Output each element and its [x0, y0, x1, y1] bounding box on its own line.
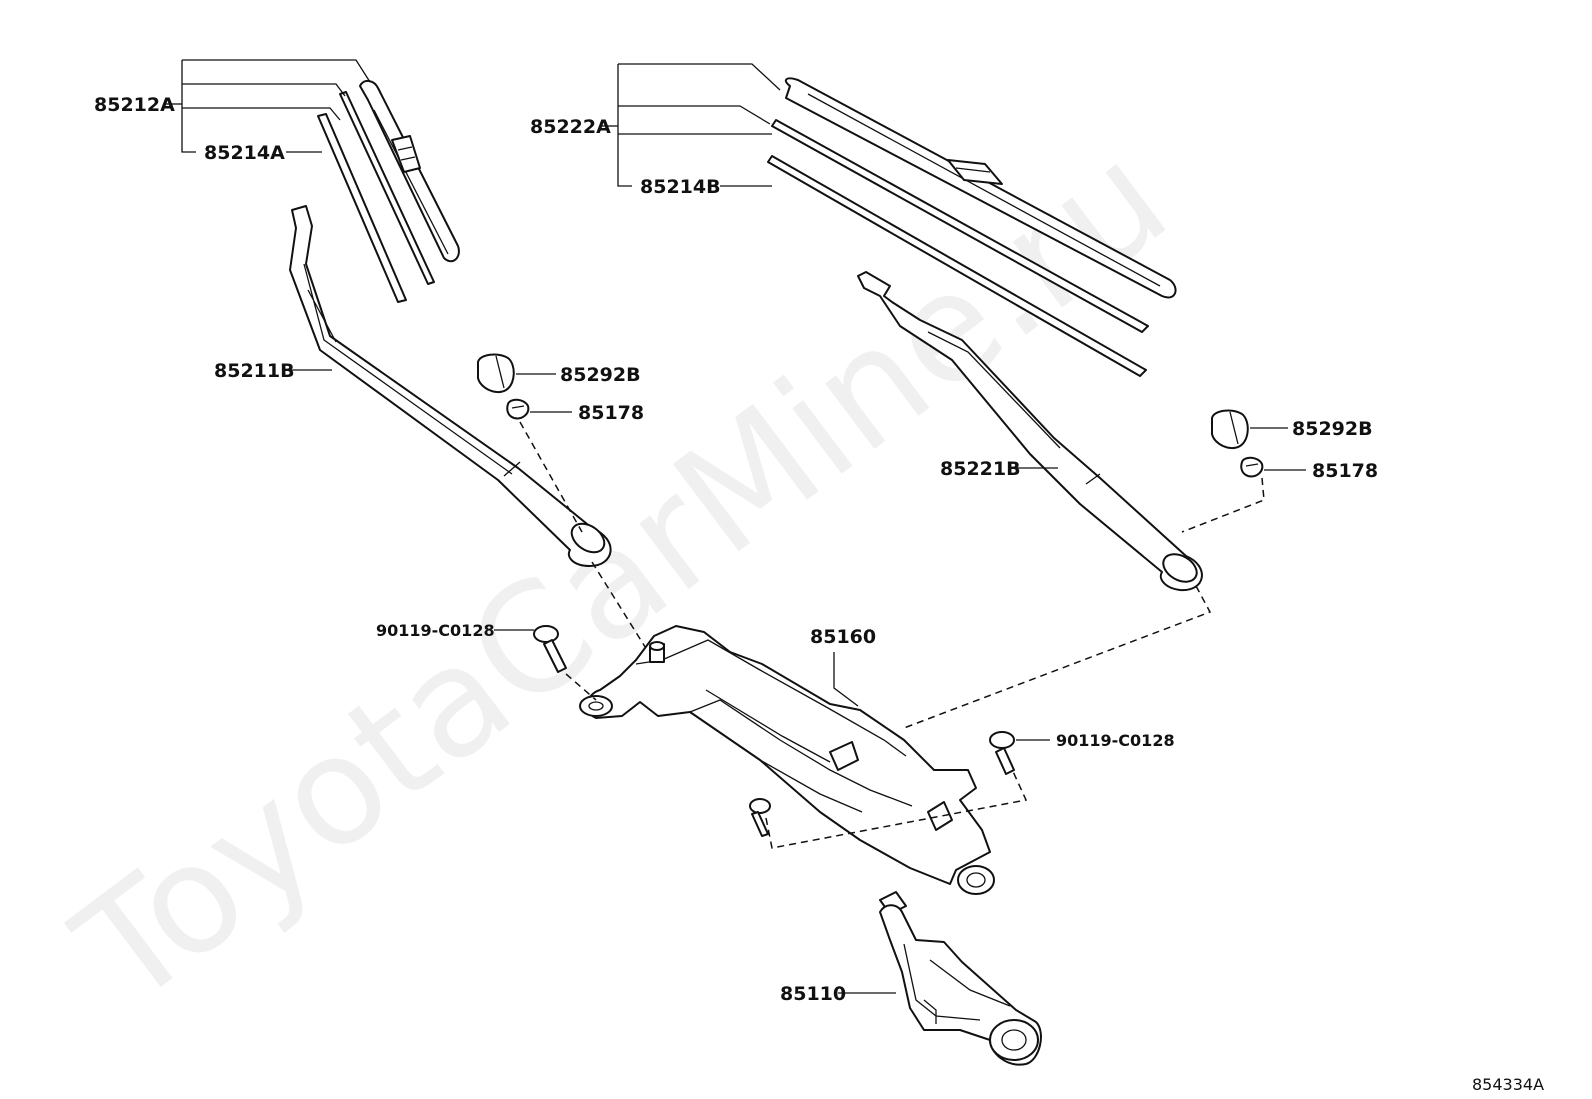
- guide-line-bolt-left: [565, 673, 597, 701]
- label-85110: 85110: [780, 983, 846, 1005]
- wiper-arm-right: [857, 271, 1203, 592]
- callout-85178-left: 85178: [530, 402, 644, 424]
- label-85214A: 85214A: [204, 142, 285, 164]
- wiper-motor: [879, 904, 1042, 1066]
- pivot-nut-right: [1240, 456, 1264, 478]
- bolt-left: [533, 625, 567, 673]
- label-85221B: 85221B: [940, 458, 1021, 480]
- callout-85212A: 85212A: [94, 59, 371, 153]
- label-85214B: 85214B: [640, 176, 721, 198]
- label-85222A: 85222A: [530, 116, 611, 138]
- guide-line-left-arm: [519, 421, 653, 659]
- wiper-arm-left: [289, 205, 612, 567]
- callout-85214B: 85214B: [640, 176, 772, 198]
- callout-85214A: 85214A: [204, 142, 322, 164]
- pivot-cap-right: [1211, 409, 1249, 450]
- bolt-right: [989, 731, 1015, 775]
- watermark: ToyotaCarMine.ru: [46, 111, 1198, 1039]
- wiper-refill-rubber-right: [767, 119, 1149, 377]
- label-90119-left: 90119-C0128: [376, 621, 495, 640]
- wiper-blade-right: [784, 77, 1177, 299]
- label-85292B-right: 85292B: [1292, 418, 1373, 440]
- callout-90119-right: 90119-C0128: [1016, 731, 1175, 750]
- figure-code: 854334A: [1472, 1075, 1544, 1094]
- wiper-link-assembly: [579, 625, 995, 915]
- callout-85178-right: 85178: [1264, 460, 1378, 482]
- guide-line-bolts: [765, 755, 1028, 849]
- guide-line-right-arm: [903, 477, 1265, 729]
- label-85292B-left: 85292B: [560, 364, 641, 386]
- label-85178-left: 85178: [578, 402, 644, 424]
- wiper-blade-left: [359, 80, 460, 263]
- callout-90119-left: 90119-C0128: [376, 621, 534, 640]
- callout-85222A: 85222A: [530, 63, 781, 187]
- wiper-refill-rubber-left: [317, 91, 435, 303]
- callout-85160: 85160: [810, 626, 876, 707]
- callout-85211B: 85211B: [214, 360, 332, 382]
- callout-85292B-left: 85292B: [516, 364, 641, 386]
- label-85178-right: 85178: [1312, 460, 1378, 482]
- label-90119-right: 90119-C0128: [1056, 731, 1175, 750]
- label-85212A: 85212A: [94, 94, 175, 116]
- label-85160: 85160: [810, 626, 876, 648]
- label-85211B: 85211B: [214, 360, 295, 382]
- callout-85221B: 85221B: [940, 458, 1058, 480]
- callout-85292B-right: 85292B: [1250, 418, 1373, 440]
- pivot-cap-left: [477, 353, 515, 394]
- bolt-center: [749, 798, 771, 837]
- callout-85110: 85110: [780, 983, 896, 1005]
- pivot-nut-left: [506, 398, 530, 420]
